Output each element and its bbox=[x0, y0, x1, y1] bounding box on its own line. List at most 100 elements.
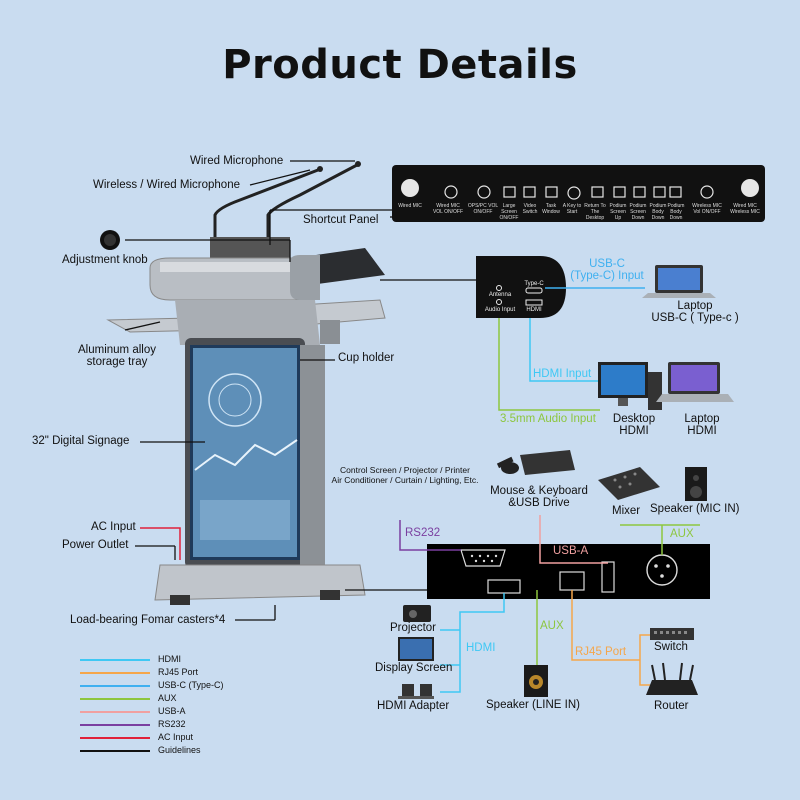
projector-icon bbox=[403, 605, 431, 622]
box-hdmi: HDMI bbox=[526, 307, 542, 313]
cup-holder bbox=[320, 320, 340, 344]
sp-label-2: OPS/PC VOL ON/OFF bbox=[467, 203, 499, 215]
label-usbc-input: USB-C (Type-C) Input bbox=[567, 258, 647, 282]
laptop-usbc-icon bbox=[642, 265, 716, 298]
legend-item-aux: AUX bbox=[80, 693, 280, 705]
top-connector-box bbox=[476, 256, 566, 318]
legend-label: USB-A bbox=[158, 706, 186, 716]
label-aux-bottom: AUX bbox=[540, 620, 564, 632]
sp-label-11: Podium Body Down bbox=[667, 203, 685, 221]
legend-item-guidelines: Guidelines bbox=[80, 745, 280, 757]
display-screen-icon bbox=[398, 637, 434, 661]
sp-label-13: Wired MIC Wireless MIC bbox=[730, 203, 760, 215]
usbc-line1: USB-C bbox=[589, 258, 625, 270]
mouse-keyboard-icon bbox=[496, 450, 575, 475]
podium-base bbox=[154, 564, 366, 601]
speaker-line-icon bbox=[524, 665, 548, 697]
label-wireless-wired-microphone: Wireless / Wired Microphone bbox=[93, 179, 240, 191]
label-casters: Load-bearing Fomar casters*4 bbox=[70, 614, 226, 626]
box-audio-input: Audio Input bbox=[484, 307, 516, 313]
storage-tray-line1: Aluminum alloy bbox=[78, 344, 156, 356]
legend-label: RJ45 Port bbox=[158, 667, 199, 677]
legend-item-usbc: USB-C (Type-C) bbox=[80, 680, 280, 692]
laptop2-port: HDMI bbox=[687, 425, 717, 437]
router-icon bbox=[646, 662, 698, 695]
label-aux-top: AUX bbox=[670, 528, 694, 540]
legend-swatch bbox=[80, 698, 150, 700]
control-line2: Air Conditioner / Curtain / Lighting, Et… bbox=[331, 475, 479, 485]
legend-swatch bbox=[80, 672, 150, 674]
control-line1: Control Screen / Projector / Printer bbox=[340, 465, 470, 475]
rj45-line bbox=[571, 590, 650, 686]
legend-label: RS232 bbox=[158, 719, 186, 729]
label-hdmi-bottom: HDMI bbox=[466, 642, 496, 654]
box-antenna: Antenna bbox=[488, 292, 512, 298]
speaker-mic-icon bbox=[685, 467, 707, 501]
label-control-devices: Control Screen / Projector / Printer Air… bbox=[325, 465, 485, 485]
sp-label-7: Return To The Desktop bbox=[584, 203, 606, 221]
label-speaker-mic: Speaker (MIC IN) bbox=[650, 503, 740, 515]
label-rs232: RS232 bbox=[405, 527, 441, 539]
sp-label-10: Podium Body Down bbox=[649, 203, 667, 221]
label-router: Router bbox=[654, 700, 689, 712]
legend-swatch bbox=[80, 750, 150, 752]
label-mixer: Mixer bbox=[612, 505, 641, 517]
storage-tray-line2: storage tray bbox=[86, 356, 148, 368]
label-adjustment-knob: Adjustment knob bbox=[62, 254, 148, 266]
label-mouse-keyboard: Mouse & Keyboard &USB Drive bbox=[484, 485, 594, 509]
label-storage-tray: Aluminum alloy storage tray bbox=[72, 344, 162, 368]
sp-label-5: Task Window bbox=[542, 203, 560, 215]
label-wired-microphone: Wired Microphone bbox=[190, 155, 284, 167]
label-audio-input-35: 3.5mm Audio Input bbox=[500, 413, 596, 425]
label-ac-input: AC Input bbox=[91, 521, 136, 533]
audio-line bbox=[498, 318, 600, 411]
page-title: Product Details bbox=[222, 42, 578, 88]
label-speaker-line: Speaker (LINE IN) bbox=[486, 699, 580, 711]
shortcut-panel-labels: Wired MIC Wired MIC VOL ON/OFF OPS/PC VO… bbox=[392, 203, 765, 221]
mouse-line1: Mouse & Keyboard bbox=[490, 485, 588, 497]
ac-input-line bbox=[140, 527, 181, 560]
hdmi-bottom-line bbox=[440, 593, 505, 693]
label-rj45-port: RJ45 Port bbox=[575, 646, 627, 658]
sp-label-6: A Key to Start bbox=[562, 203, 582, 215]
usba-line bbox=[539, 515, 608, 564]
label-laptop-hdmi: Laptop HDMI bbox=[672, 413, 732, 437]
sp-label-0: Wired MIC bbox=[398, 203, 422, 209]
wireless-microphone bbox=[266, 163, 358, 250]
sp-label-3: Large Screen ON/OFF bbox=[499, 203, 519, 221]
hdmi-top-line bbox=[529, 318, 600, 382]
mixer-icon bbox=[598, 467, 660, 500]
legend-item-rj45: RJ45 Port bbox=[80, 667, 280, 679]
rs232-line bbox=[399, 520, 461, 551]
label-laptop-usbc: Laptop USB-C ( Type-c ) bbox=[640, 300, 750, 324]
legend-swatch bbox=[80, 685, 150, 687]
legend-label: USB-C (Type-C) bbox=[158, 680, 224, 690]
legend-item-hdmi: HDMI bbox=[80, 654, 280, 666]
label-usb-a: USB-A bbox=[553, 545, 589, 557]
desktop-icon bbox=[598, 362, 662, 410]
legend-item-ac: AC Input bbox=[80, 732, 280, 744]
sp-label-4: Video Switch bbox=[522, 203, 538, 215]
sp-label-12: Wireless MIC Vol ON/OFF bbox=[692, 203, 722, 215]
label-display-screen: Display Screen bbox=[375, 662, 453, 674]
mouse-line2: &USB Drive bbox=[508, 497, 570, 509]
legend-label: AUX bbox=[158, 693, 177, 703]
label-hdmi-input: HDMI Input bbox=[533, 368, 592, 380]
box-type-c: Type-C bbox=[524, 281, 544, 287]
sp-label-1: Wired MIC VOL ON/OFF bbox=[432, 203, 464, 215]
label-hdmi-adapter: HDMI Adapter bbox=[377, 700, 450, 712]
guidelines bbox=[124, 160, 430, 621]
shortcut-panel bbox=[392, 165, 765, 222]
usbc-line2: (Type-C) Input bbox=[570, 270, 644, 282]
laptop2-name: Laptop bbox=[684, 413, 720, 425]
wired-microphone bbox=[213, 168, 319, 250]
legend-swatch bbox=[80, 711, 150, 713]
label-switch: Switch bbox=[654, 641, 688, 653]
label-desktop: Desktop HDMI bbox=[604, 413, 664, 437]
sp-label-8: Podium Screen Up bbox=[609, 203, 627, 221]
label-cup-holder: Cup holder bbox=[338, 352, 395, 364]
legend-swatch bbox=[80, 659, 150, 661]
desktop-name: Desktop bbox=[612, 413, 656, 425]
legend-label: HDMI bbox=[158, 654, 181, 664]
label-power-outlet: Power Outlet bbox=[62, 539, 129, 551]
